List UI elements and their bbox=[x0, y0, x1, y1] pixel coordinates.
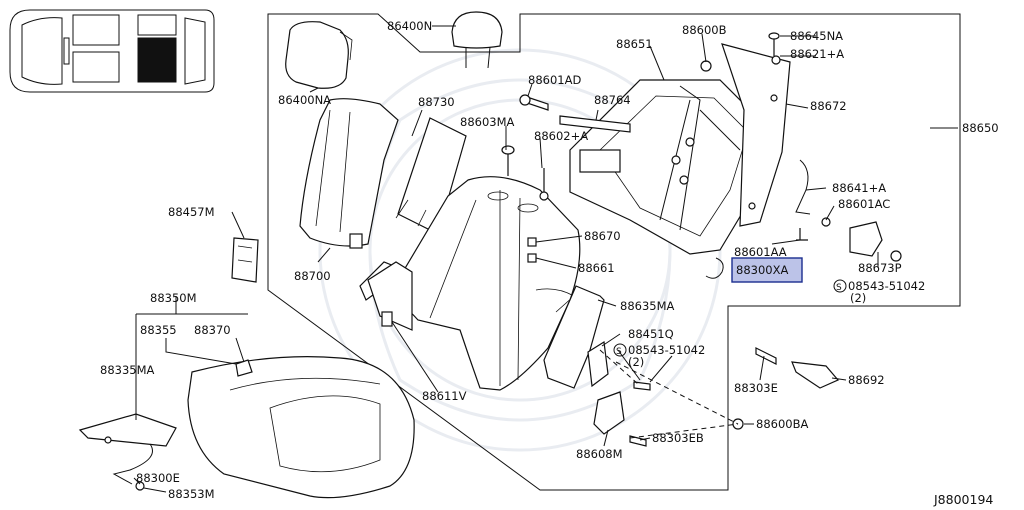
headrest-86400N bbox=[451, 11, 503, 69]
striker-88692 bbox=[791, 361, 839, 389]
label-86400N[interactable]: 86400N bbox=[387, 19, 432, 33]
hinge-88457M bbox=[231, 237, 259, 283]
leader-lines bbox=[133, 25, 958, 493]
latch-88608M bbox=[593, 391, 625, 435]
assembly-frame bbox=[267, 13, 961, 491]
label-88764[interactable]: 88764 bbox=[594, 93, 631, 107]
label-88300E[interactable]: 88300E bbox=[136, 471, 180, 485]
label-88335MA[interactable]: 88335MA bbox=[100, 363, 155, 377]
label-88645NA[interactable]: 88645NA bbox=[790, 29, 843, 43]
label-88650[interactable]: 88650 bbox=[962, 121, 999, 135]
headrest-86400NA bbox=[285, 21, 353, 89]
part-labels[interactable]: 86400N 88600B 88645NA 88651 88621+A 8640… bbox=[100, 19, 999, 507]
bolt-08543b bbox=[633, 381, 651, 391]
bolt-88303E bbox=[755, 347, 777, 365]
trim-88611V bbox=[367, 261, 413, 331]
bracket-88673P bbox=[849, 221, 883, 257]
label-88673P[interactable]: 88673P bbox=[858, 261, 902, 275]
car-seat-location-thumbnail bbox=[9, 9, 215, 93]
label-88451Q[interactable]: 88451Q bbox=[628, 327, 674, 341]
bolt-88303EB bbox=[629, 435, 647, 447]
label-88641A[interactable]: 88641+A bbox=[832, 181, 886, 195]
label-88457M[interactable]: 88457M bbox=[168, 205, 215, 219]
label-88692[interactable]: 88692 bbox=[848, 373, 885, 387]
highlighted-rear-seat-icon bbox=[137, 37, 177, 83]
label-88303EB[interactable]: 88303EB bbox=[652, 431, 704, 445]
seatback-cover-88700 bbox=[299, 98, 399, 249]
ring-88300XA bbox=[705, 257, 724, 279]
seat-cushion-88350M bbox=[187, 356, 415, 499]
label-08543a[interactable]: 08543-51042 bbox=[848, 279, 925, 293]
symbol-s-08543b bbox=[613, 343, 627, 357]
label-88600B[interactable]: 88600B bbox=[682, 23, 727, 37]
pad-88335MA bbox=[78, 413, 177, 491]
label-88608M[interactable]: 88608M bbox=[576, 447, 623, 461]
bolts bbox=[501, 32, 902, 262]
label-88661[interactable]: 88661 bbox=[578, 261, 615, 275]
label-88370[interactable]: 88370 bbox=[194, 323, 231, 337]
highlight-88300XA bbox=[731, 257, 803, 283]
seatback-88661 bbox=[359, 176, 581, 391]
label-88730[interactable]: 88730 bbox=[418, 95, 455, 109]
s-glyph-b: S bbox=[616, 347, 622, 357]
label-88670[interactable]: 88670 bbox=[584, 229, 621, 243]
label-88303E[interactable]: 88303E bbox=[734, 381, 778, 395]
bar-88764 bbox=[559, 115, 631, 133]
label-08543b[interactable]: 08543-51042 bbox=[628, 343, 705, 357]
label-88635MA[interactable]: 88635MA bbox=[620, 299, 675, 313]
label-88600BA[interactable]: 88600BA bbox=[756, 417, 808, 431]
label-88601AD[interactable]: 88601AD bbox=[528, 73, 581, 87]
label-88350M[interactable]: 88350M bbox=[150, 291, 197, 305]
label-88672[interactable]: 88672 bbox=[810, 99, 847, 113]
cable-88641A bbox=[795, 159, 811, 215]
label-88602A[interactable]: 88602+A bbox=[534, 129, 588, 143]
diagram-id: J8800194 bbox=[933, 492, 993, 507]
label-88611V[interactable]: 88611V bbox=[422, 389, 467, 403]
label-88621A[interactable]: 88621+A bbox=[790, 47, 844, 61]
label-88355[interactable]: 88355 bbox=[140, 323, 177, 337]
label-86400NA[interactable]: 86400NA bbox=[278, 93, 331, 107]
back-panel-88635MA bbox=[543, 285, 605, 389]
label-88601AA[interactable]: 88601AA bbox=[734, 245, 787, 259]
s-glyph-a: S bbox=[836, 283, 842, 293]
label-88353M[interactable]: 88353M bbox=[168, 487, 215, 501]
symbol-s-08543a bbox=[833, 279, 847, 293]
label-88603MA[interactable]: 88603MA bbox=[460, 115, 515, 129]
qty-08543a: (2) bbox=[850, 291, 866, 305]
board-88672 bbox=[721, 43, 791, 227]
label-88651[interactable]: 88651 bbox=[616, 37, 653, 51]
label-88700[interactable]: 88700 bbox=[294, 269, 331, 283]
qty-08543b: (2) bbox=[628, 355, 644, 369]
label-88300XA[interactable]: 88300XA bbox=[736, 263, 788, 277]
label-88601AC[interactable]: 88601AC bbox=[838, 197, 890, 211]
